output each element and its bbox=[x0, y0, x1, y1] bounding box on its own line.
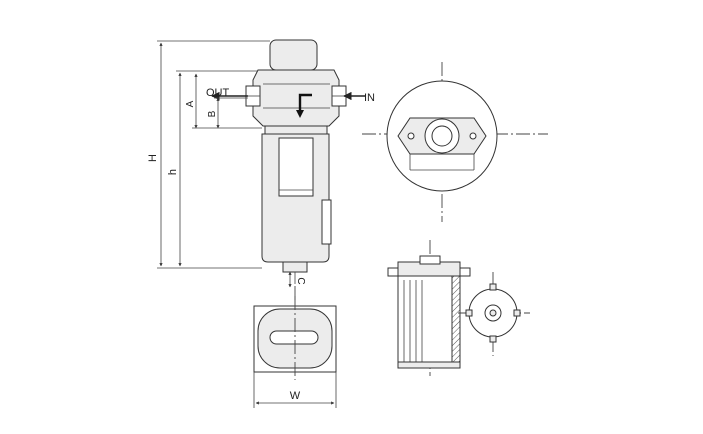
element-neck bbox=[419, 255, 441, 265]
in-label: IN bbox=[364, 92, 375, 104]
drain-valve bbox=[282, 261, 308, 273]
top-knob bbox=[269, 39, 318, 71]
filter-element bbox=[278, 137, 314, 197]
end-view-lug-right bbox=[513, 309, 521, 317]
port-boss-inner bbox=[431, 125, 453, 147]
front-view bbox=[245, 39, 347, 300]
end-view-lug-top bbox=[489, 283, 497, 291]
element-end-view bbox=[458, 272, 530, 356]
out-label: OUT bbox=[206, 87, 230, 99]
dim-w-label: W bbox=[290, 390, 301, 402]
sight-glass bbox=[321, 199, 332, 245]
element-cap-left bbox=[387, 267, 399, 277]
bottom-view: W bbox=[253, 296, 337, 408]
element-section-view bbox=[387, 240, 471, 376]
mount-hole-left bbox=[407, 132, 415, 140]
bottom-slot bbox=[269, 330, 319, 345]
end-view-lug-bottom bbox=[489, 335, 497, 343]
internal-flow-arrow bbox=[298, 93, 312, 110]
element-media-hatched bbox=[451, 275, 461, 367]
end-view-lug-left bbox=[465, 309, 473, 317]
connector-ring bbox=[264, 125, 328, 135]
flow-labels: OUT IN bbox=[206, 87, 375, 104]
top-view bbox=[362, 62, 548, 222]
element-body bbox=[397, 275, 453, 367]
element-bottom-cap bbox=[397, 361, 461, 369]
dim-h-upper-label: H bbox=[147, 154, 159, 162]
front-dimensions: H h A B C bbox=[147, 40, 306, 288]
filter-head bbox=[252, 69, 340, 127]
dim-c-label: C bbox=[295, 277, 306, 284]
mount-hole-right bbox=[469, 132, 477, 140]
element-cap-right bbox=[459, 267, 471, 277]
dim-b-label: B bbox=[207, 110, 218, 117]
dim-a-label: A bbox=[185, 100, 196, 107]
dim-h-lower-label: h bbox=[167, 169, 179, 175]
end-view-center bbox=[489, 309, 497, 317]
